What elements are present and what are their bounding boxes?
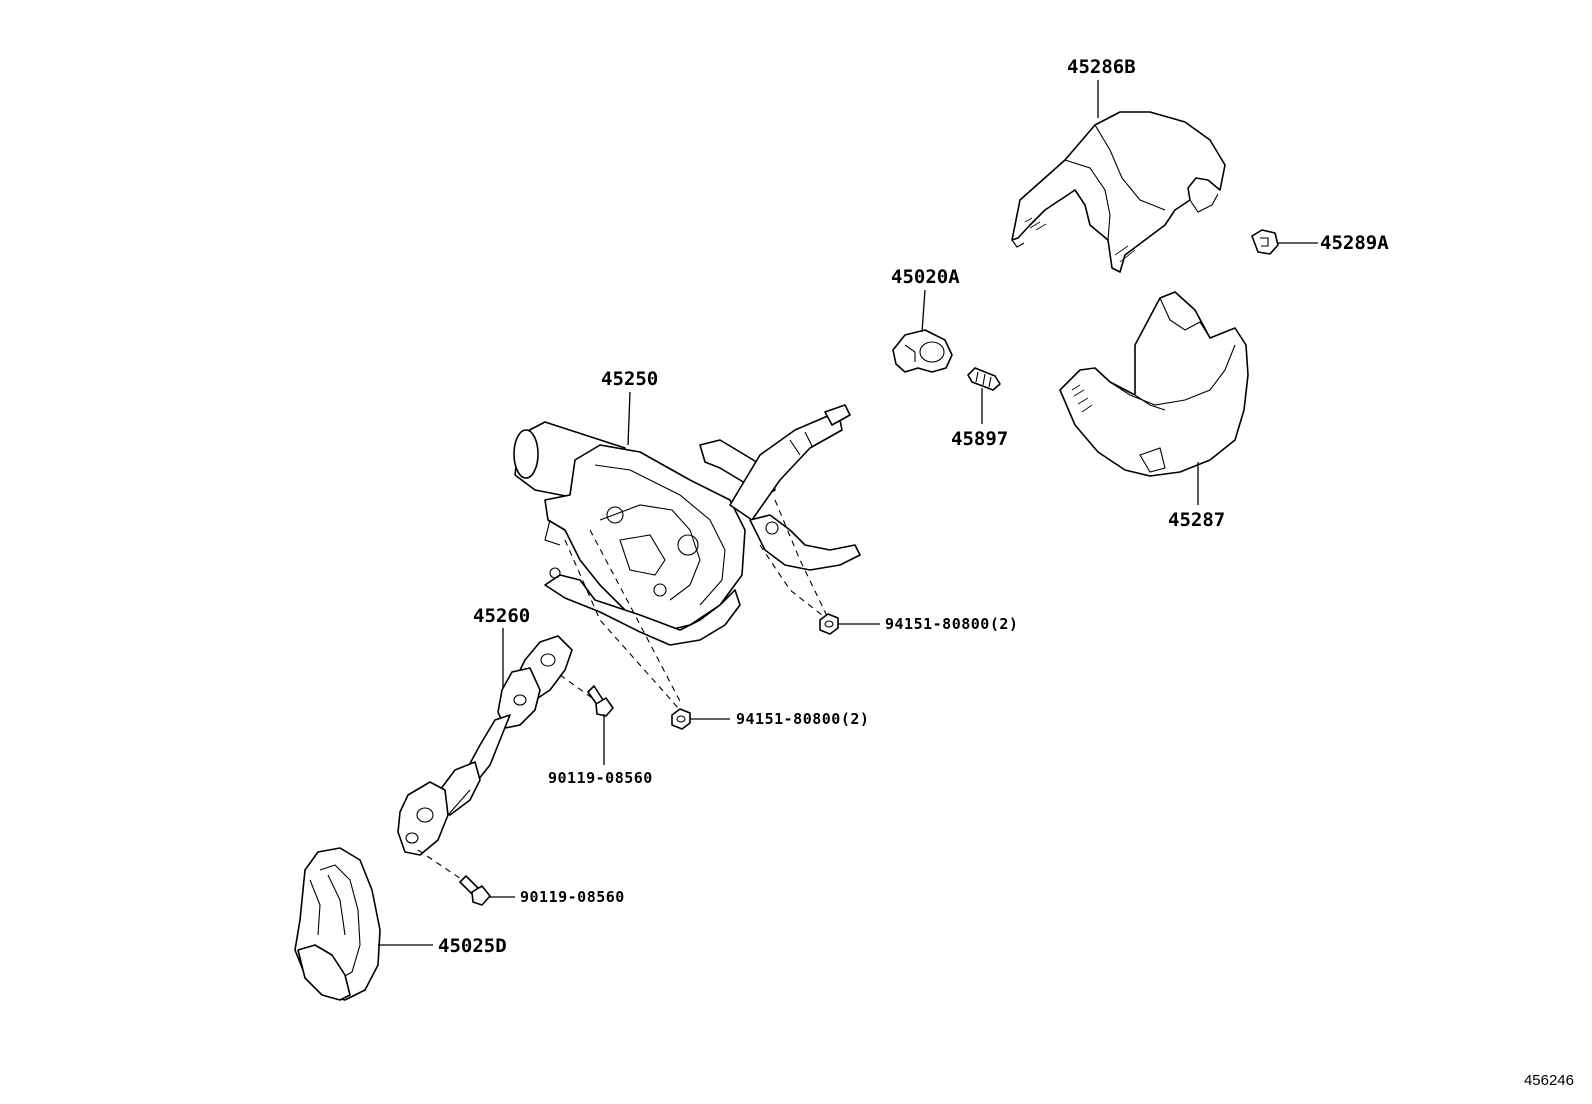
nut-right: [819, 613, 839, 635]
clip: [1251, 229, 1279, 255]
column-boot: [294, 847, 381, 1001]
bolt-lower: [459, 875, 491, 906]
label-45286b: 45286B: [1067, 56, 1136, 78]
label-90119-lower: 90119-08560: [520, 888, 625, 906]
figure-id: 456246: [1523, 1072, 1574, 1089]
lower-column-cover: [1059, 291, 1249, 477]
small-bolt: [967, 367, 1001, 391]
label-45020a: 45020A: [891, 266, 960, 288]
label-45289a: 45289A: [1320, 232, 1389, 254]
switch-bracket: [892, 329, 953, 373]
label-45897: 45897: [951, 428, 1009, 450]
label-45025d: 45025D: [438, 935, 507, 957]
label-45287: 45287: [1168, 509, 1226, 531]
alignment-lines: [564, 499, 829, 711]
label-94151-left: 94151-80800(2): [736, 710, 870, 728]
label-94151-right: 94151-80800(2): [885, 615, 1019, 633]
leader-lines: [378, 80, 1318, 946]
upper-column-cover: [1011, 111, 1226, 273]
intermediate-shaft: [397, 635, 596, 886]
label-45260: 45260: [473, 605, 531, 627]
label-90119-upper: 90119-08560: [548, 769, 653, 787]
label-45250: 45250: [601, 368, 659, 390]
steering-column: [513, 404, 861, 646]
nut-left: [671, 708, 691, 730]
bolt-upper: [587, 685, 614, 717]
